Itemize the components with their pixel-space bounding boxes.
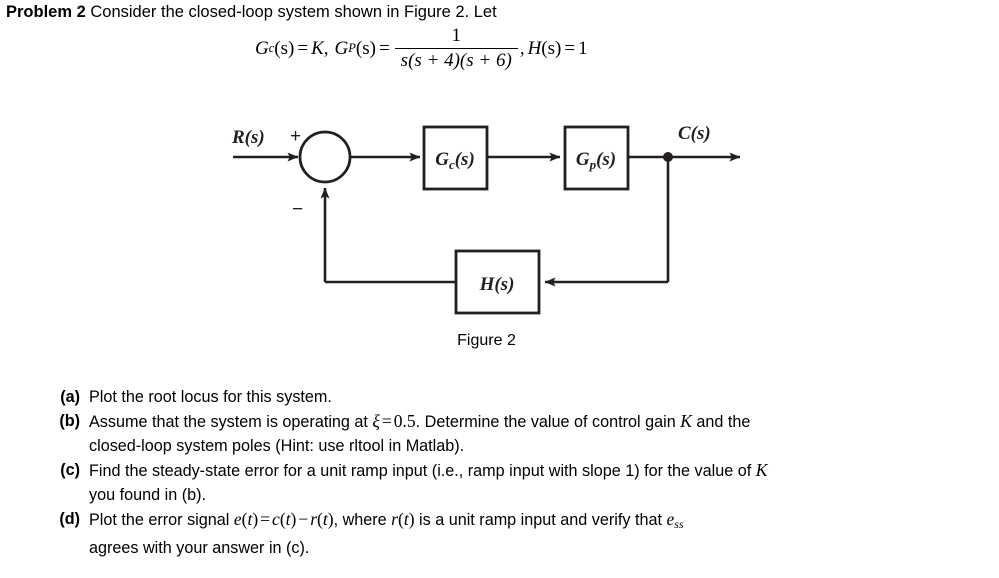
question-label: (c) [60, 461, 80, 479]
question-body: Assume that the system is operating at ξ… [89, 409, 750, 458]
question-line: Find the steady-state error for a unit r… [89, 458, 767, 483]
takeoff-point-dot [663, 152, 673, 162]
plant-fraction: 1 s(s + 4)(s + 6) [394, 25, 518, 72]
question-line: Plot the root locus for this system. [89, 385, 332, 409]
gp-symbol: G [334, 37, 349, 59]
math-number: ) [327, 509, 334, 529]
question-text: . Determine the value of control gain [415, 413, 681, 431]
question-line: agrees with your answer in (c). [89, 536, 684, 560]
block-diagram-svg: R(s) + − C(s) Gc(s) Gp(s) H(s) [231, 123, 741, 315]
math-variable: e [233, 509, 242, 529]
block-diagram-figure: R(s) + − C(s) Gc(s) Gp(s) H(s) [0, 108, 999, 363]
math-variable: e [666, 509, 675, 529]
gp-subscript: P [348, 41, 356, 56]
h-argument: (s) [541, 37, 562, 59]
figure-caption: Figure 2 [0, 332, 999, 350]
math-number: 0.5 [393, 411, 416, 431]
math-variable: t [322, 509, 328, 529]
question-text: you found in (b). [89, 486, 206, 504]
h-block-label: H(s) [479, 274, 515, 295]
question-label: (b) [59, 412, 80, 430]
gc-argument: (s) [274, 37, 295, 59]
question-body: Plot the root locus for this system. [89, 385, 332, 409]
gp-block-rect [563, 125, 630, 191]
gc-symbol: G [255, 37, 269, 59]
figure-caption-text: Figure 2 [457, 332, 516, 349]
question-text: Assume that the system is operating at [89, 413, 373, 431]
equals-1: = [297, 37, 309, 59]
math-variable: ξ [372, 411, 380, 431]
math-operator: = [260, 509, 271, 529]
question-line: Assume that the system is operating at ξ… [89, 409, 750, 434]
math-term: ess [666, 509, 684, 531]
comma-2: , [519, 37, 525, 59]
question-body: Find the steady-state error for a unit r… [89, 458, 767, 507]
input-label: R(s) [231, 127, 265, 148]
question-text: Plot the error signal [89, 511, 234, 529]
summing-junction-circle [298, 130, 352, 184]
question-text: agrees with your answer in (c). [89, 539, 310, 557]
question-item: (b) Assume that the system is operating a… [0, 409, 999, 458]
math-number: ) [408, 509, 415, 529]
question-body: Plot the error signal e(t)=c(t)−r(t), wh… [89, 507, 684, 560]
math-operator: = [381, 411, 392, 431]
math-variable: K [680, 411, 692, 431]
gc-block-label: Gc(s) [435, 149, 475, 172]
question-line: Plot the error signal e(t)=c(t)−r(t), wh… [89, 507, 684, 536]
math-subscript: ss [674, 517, 684, 531]
fraction-denominator: s(s + 4)(s + 6) [400, 50, 512, 72]
h-value: 1 [578, 37, 588, 59]
question-text: and the [691, 413, 751, 431]
problem-label: Problem 2 [6, 3, 86, 21]
question-label: (a) [60, 388, 80, 406]
question-text: closed-loop system poles (Hint: use rlto… [89, 437, 465, 455]
problem-intro-text: Consider the closed-loop system shown in… [90, 3, 497, 21]
gc-subscript: c [268, 41, 275, 56]
question-line: closed-loop system poles (Hint: use rlto… [89, 434, 750, 458]
math-number: ) [290, 509, 297, 529]
question-text: Find the steady-state error for a unit r… [89, 462, 756, 480]
plus-sign-label: + [290, 126, 301, 147]
math-variable: K [755, 460, 768, 480]
question-text: Plot the root locus for this system. [89, 388, 332, 406]
fraction-bar [394, 47, 518, 50]
comma-1: , [323, 37, 329, 59]
math-number: ( [397, 509, 404, 529]
h-block-rect [454, 249, 541, 315]
problem-statement-intro: Problem 2 Consider the closed-loop syste… [6, 2, 497, 23]
question-list: (a)Plot the root locus for this system.(… [0, 385, 999, 560]
math-variable: c [272, 509, 280, 529]
fraction-numerator: 1 [451, 25, 461, 46]
minus-sign-label: − [292, 199, 303, 220]
gp-block-label: Gp(s) [576, 149, 616, 172]
math-operator: − [298, 509, 309, 529]
equals-2: = [378, 37, 390, 59]
math-variable: t [247, 509, 253, 529]
output-label: C(s) [678, 123, 711, 144]
math-variable: r [310, 509, 318, 529]
question-text: , where [333, 511, 392, 529]
question-line: you found in (b). [89, 483, 767, 507]
math-variable: r [391, 509, 398, 529]
math-variable: t [403, 509, 409, 529]
math-number: ( [317, 509, 323, 529]
question-item: (d)Plot the error signal e(t)=c(t)−r(t),… [0, 507, 999, 560]
question-text: is a unit ramp input and verify that [414, 511, 667, 529]
gp-argument: (s) [355, 37, 376, 59]
math-number: ( [279, 509, 286, 529]
math-variable: t [285, 509, 291, 529]
question-label: (d) [59, 510, 80, 528]
question-item: (c) Find the steady-state error for a uni… [0, 458, 999, 507]
gain-symbol: K [311, 37, 324, 59]
h-symbol: H [527, 37, 542, 59]
math-number: ( [241, 509, 248, 529]
math-number: ) [252, 509, 259, 529]
question-item: (a) Plot the root locus for this system. [0, 385, 999, 409]
equals-3: = [564, 37, 576, 59]
